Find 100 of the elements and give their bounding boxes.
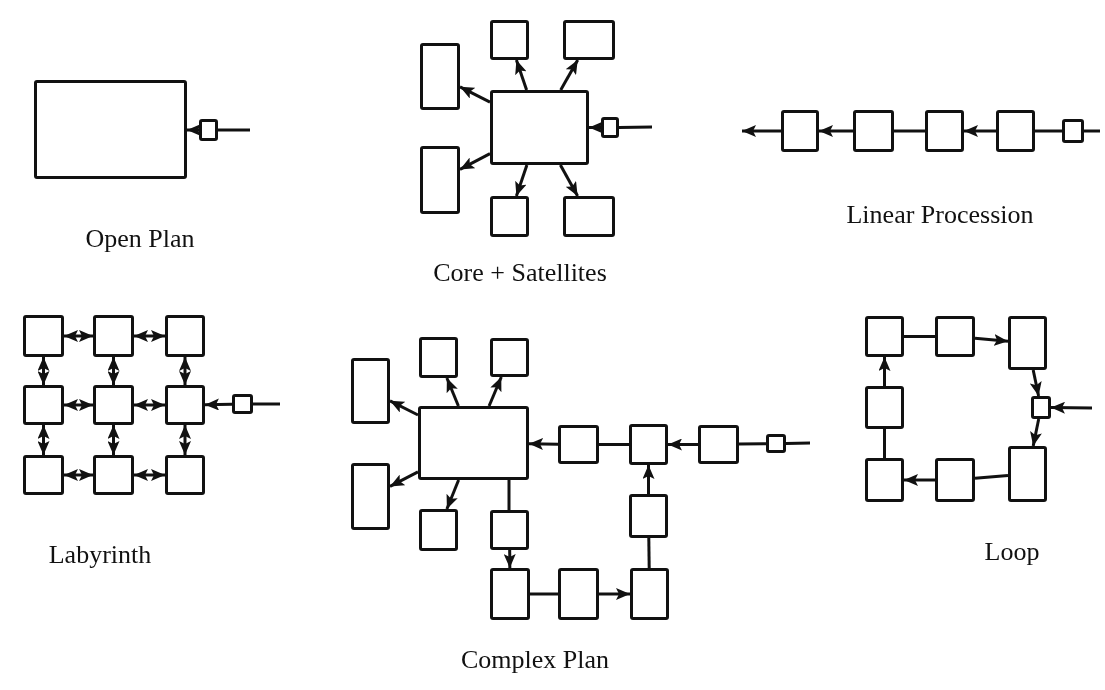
room-box	[418, 406, 529, 480]
arrow	[37, 425, 50, 455]
room-box	[1008, 446, 1047, 502]
connector-line	[619, 125, 652, 129]
connector-line	[1035, 129, 1062, 133]
room-box	[629, 424, 668, 465]
room-box	[1031, 396, 1051, 419]
room-box	[698, 425, 739, 464]
room-box	[563, 196, 615, 237]
arrow	[64, 330, 93, 342]
room-box	[93, 315, 134, 357]
connector-line	[904, 335, 935, 338]
arrow	[503, 550, 516, 568]
room-box	[629, 494, 668, 538]
arrow	[107, 425, 120, 455]
room-box	[351, 358, 390, 424]
arrow	[515, 59, 528, 91]
arrow	[599, 588, 630, 600]
arrow	[1029, 369, 1042, 397]
arrow	[134, 330, 165, 342]
arrow	[559, 164, 579, 197]
connector-line	[785, 441, 811, 445]
connector-line	[738, 442, 767, 446]
caption: Core + Satellites	[433, 258, 607, 288]
room-box	[165, 385, 205, 425]
room-box	[563, 20, 615, 60]
room-box	[351, 463, 390, 530]
caption: Linear Procession	[846, 200, 1034, 230]
connector-line	[599, 443, 629, 446]
arrow	[445, 377, 460, 407]
caption: Labyrinth	[48, 540, 152, 570]
room-box	[420, 146, 460, 214]
arrow	[819, 125, 853, 137]
room-box	[935, 316, 975, 357]
room-box	[490, 20, 529, 60]
connector-line	[218, 128, 250, 132]
arrow	[1051, 401, 1092, 414]
arrow	[514, 164, 529, 197]
room-box	[1062, 119, 1084, 143]
room-box	[232, 394, 253, 414]
caption: Open Plan	[85, 224, 195, 254]
arrow	[589, 121, 603, 134]
arrow	[642, 465, 655, 494]
arrow	[459, 85, 491, 104]
arrow	[668, 438, 698, 451]
room-box	[165, 315, 205, 357]
arrow	[37, 357, 50, 385]
arrow	[134, 399, 165, 411]
room-box	[766, 434, 786, 453]
room-box	[490, 510, 529, 550]
room-box	[630, 568, 669, 620]
room-box	[23, 385, 64, 425]
arrow	[107, 357, 120, 385]
arrow	[459, 152, 491, 171]
room-box	[490, 568, 530, 620]
room-box	[865, 458, 904, 502]
arrow	[187, 124, 202, 136]
caption: Complex Plan	[460, 645, 610, 675]
arrow	[528, 438, 559, 450]
room-box	[1008, 316, 1047, 370]
arrow	[742, 125, 781, 137]
room-box	[93, 385, 134, 425]
room-box	[781, 110, 819, 152]
room-box	[490, 90, 589, 165]
arrow	[487, 376, 503, 407]
connector-line	[253, 402, 280, 406]
room-box	[935, 458, 975, 502]
arrow	[204, 398, 233, 411]
connector-line	[883, 429, 886, 458]
arrow	[974, 334, 1009, 346]
room-box	[34, 80, 187, 179]
room-box	[23, 455, 64, 495]
arrow	[964, 125, 996, 137]
arrow	[64, 399, 93, 411]
connector-line	[974, 474, 1009, 480]
arrow	[445, 479, 460, 510]
arrow	[904, 474, 935, 486]
arrow	[179, 425, 191, 455]
arrow	[64, 469, 93, 481]
room-box	[865, 316, 904, 357]
arrow	[559, 59, 579, 91]
room-box	[199, 119, 218, 141]
room-box	[925, 110, 964, 152]
connector-line	[647, 537, 651, 569]
room-box	[93, 455, 134, 495]
connector-line	[530, 592, 558, 596]
arrow	[878, 357, 891, 386]
arrow	[389, 399, 419, 417]
room-box	[420, 43, 460, 110]
room-box	[419, 337, 458, 378]
caption: Loop	[984, 537, 1040, 567]
room-box	[558, 425, 599, 464]
room-box	[558, 568, 599, 620]
arrow	[179, 357, 191, 385]
connector-line	[894, 129, 925, 133]
room-box	[490, 338, 529, 377]
room-box	[601, 117, 619, 138]
arrow	[1030, 418, 1042, 447]
arrow	[389, 470, 419, 488]
connector-line	[1084, 129, 1100, 133]
